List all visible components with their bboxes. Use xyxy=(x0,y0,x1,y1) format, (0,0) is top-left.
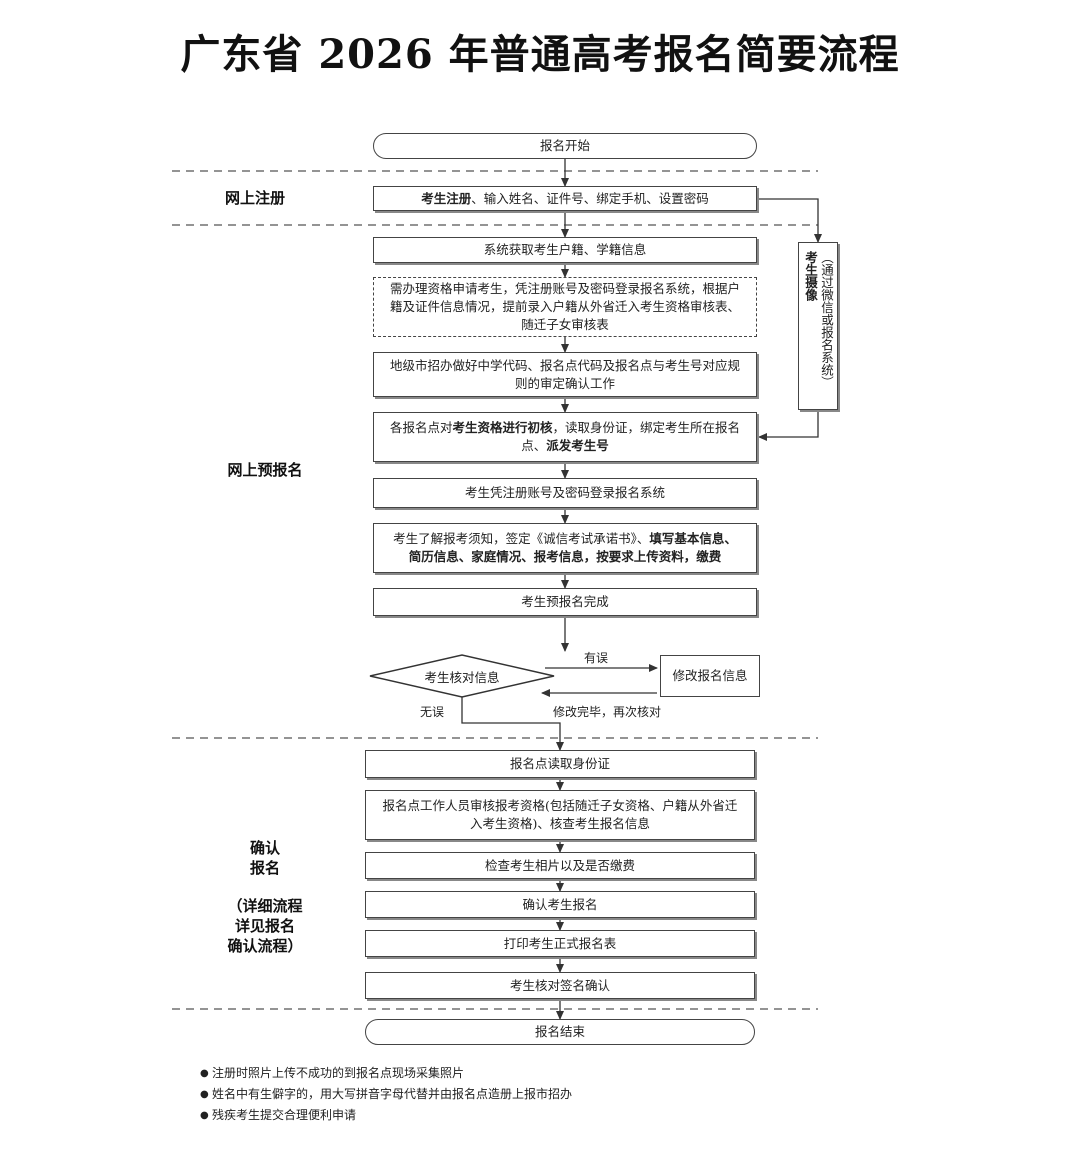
check-photo-label: 检查考生相片以及是否缴费 xyxy=(484,857,635,873)
section-confirm-line2: 报名 xyxy=(249,859,280,877)
fill-info-step: 考生了解报考须知，签定《诚信考试承诺书》、填写基本信息、简历信息、家庭情况、报考… xyxy=(373,523,757,573)
initial-text-c: ，读取身份证，绑定考生所在报名点、 xyxy=(521,420,741,453)
modify-label: 修改报名信息 xyxy=(672,668,748,683)
initial-text-b: 考生资格进行初核 xyxy=(452,420,553,435)
fill-text-a: 考生了解报考须知，签定《诚信考试承诺书》、 xyxy=(393,531,650,546)
print-form-label: 打印考生正式报名表 xyxy=(503,935,617,951)
read-id-step: 报名点读取身份证 xyxy=(365,750,755,778)
login-step: 考生凭注册账号及密码登录报名系统 xyxy=(373,478,757,508)
sign-step: 考生核对签名确认 xyxy=(365,972,755,999)
initial-check-step: 各报名点对考生资格进行初核，读取身份证，绑定考生所在报名点、派发考生号 xyxy=(373,412,757,462)
bullet-icon: ● xyxy=(200,1110,209,1121)
end-node: 报名结束 xyxy=(365,1019,755,1045)
section-confirm-note3: 确认流程） xyxy=(227,937,303,955)
flow-arrows xyxy=(461,159,822,1020)
initial-text-d: 派发考生号 xyxy=(546,438,609,453)
bullet-icon: ● xyxy=(200,1089,209,1100)
section-online-register: 网上注册 xyxy=(224,189,285,207)
modify-step: 修改报名信息 xyxy=(660,655,760,697)
section-online-prereg: 网上预报名 xyxy=(227,461,303,479)
section-confirm-line1: 确认 xyxy=(249,839,280,857)
register-step: 考生注册、输入姓名、证件号、绑定手机、设置密码 xyxy=(373,186,757,211)
login-label: 考生凭注册账号及密码登录报名系统 xyxy=(464,485,665,500)
section-confirm: 确认 报名 （详细流程 详见报名 确认流程） xyxy=(210,838,320,956)
staff-review-step: 报名点工作人员审核报考资格(包括随迁子女资格、户籍从外省迁入考生资格)、核查考生… xyxy=(365,790,755,840)
page-title: 广东省 2026 年普通高考报名简要流程 xyxy=(180,31,900,78)
footnote-text: 注册时照片上传不成功的到报名点现场采集照片 xyxy=(212,1066,465,1080)
confirm-reg-label: 确认考生报名 xyxy=(522,896,598,912)
read-id-label: 报名点读取身份证 xyxy=(509,756,610,771)
fill-text-b: 填写基本信息、简历信息、家庭情况、报考信息，按要求上传资料，缴费 xyxy=(408,531,737,564)
get-info-step: 系统获取考生户籍、学籍信息 xyxy=(373,237,757,263)
section-dividers xyxy=(172,170,818,1010)
qualification-step: 需办理资格申请考生，凭注册账号及密码登录报名系统，根据户籍及证件信息情况，提前录… xyxy=(373,277,757,337)
start-node: 报名开始 xyxy=(373,133,757,159)
get-info-label: 系统获取考生户籍、学籍信息 xyxy=(483,242,647,257)
footnotes: ●注册时照片上传不成功的到报名点现场采集照片 ●姓名中有生僻字的，用大写拼音字母… xyxy=(200,1063,900,1126)
footnote-text: 残疾考生提交合理便利申请 xyxy=(212,1108,357,1122)
pre-done-step: 考生预报名完成 xyxy=(373,588,757,616)
check-photo-step: 检查考生相片以及是否缴费 xyxy=(365,852,755,879)
print-form-step: 打印考生正式报名表 xyxy=(365,930,755,957)
section-confirm-note2: 详见报名 xyxy=(234,917,295,935)
side-box-title: 考生摄像 xyxy=(803,251,818,301)
city-office-step: 地级市招办做好中学代码、报名点代码及报名点与考生号对应规则的审定确认工作 xyxy=(373,352,757,397)
start-label: 报名开始 xyxy=(539,138,590,153)
edge-error-label: 有误 xyxy=(584,651,609,665)
footnote-item: ●注册时照片上传不成功的到报名点现场采集照片 xyxy=(200,1063,900,1084)
city-office-label: 地级市招办做好中学代码、报名点代码及报名点与考生号对应规则的审定确认工作 xyxy=(389,357,740,391)
side-box-channel-text: （通过微信或报名系统） xyxy=(819,251,834,389)
qualification-label: 需办理资格申请考生，凭注册账号及密码登录报名系统，根据户籍及证件信息情况，提前录… xyxy=(389,281,740,332)
pre-done-label: 考生预报名完成 xyxy=(521,594,609,609)
section-confirm-note1: （详细流程 xyxy=(227,897,303,915)
edge-rechecked-label: 修改完毕，再次核对 xyxy=(553,705,662,719)
verify-diamond xyxy=(369,654,555,698)
confirm-reg-step: 确认考生报名 xyxy=(365,891,755,918)
end-label: 报名结束 xyxy=(534,1024,585,1039)
photo-capture-side-box: （通过微信或报名系统） 考生摄像 xyxy=(798,242,838,410)
sign-label: 考生核对签名确认 xyxy=(509,977,610,993)
footnote-text: 姓名中有生僻字的，用大写拼音字母代替并由报名点造册上报市招办 xyxy=(212,1087,573,1101)
verify-label: 考生核对信息 xyxy=(424,670,500,685)
staff-review-label: 报名点工作人员审核报考资格(包括随迁子女资格、户籍从外省迁入考生资格)、核查考生… xyxy=(382,798,738,831)
initial-text-a: 各报名点对 xyxy=(389,420,453,435)
register-bold-text: 考生注册 xyxy=(421,190,472,206)
footnote-item: ●姓名中有生僻字的，用大写拼音字母代替并由报名点造册上报市招办 xyxy=(200,1084,900,1105)
bullet-icon: ● xyxy=(200,1068,209,1079)
footnote-item: ●残疾考生提交合理便利申请 xyxy=(200,1105,900,1126)
edge-no-error-label: 无误 xyxy=(420,705,445,719)
register-rest-text: 、输入姓名、证件号、绑定手机、设置密码 xyxy=(471,190,709,206)
